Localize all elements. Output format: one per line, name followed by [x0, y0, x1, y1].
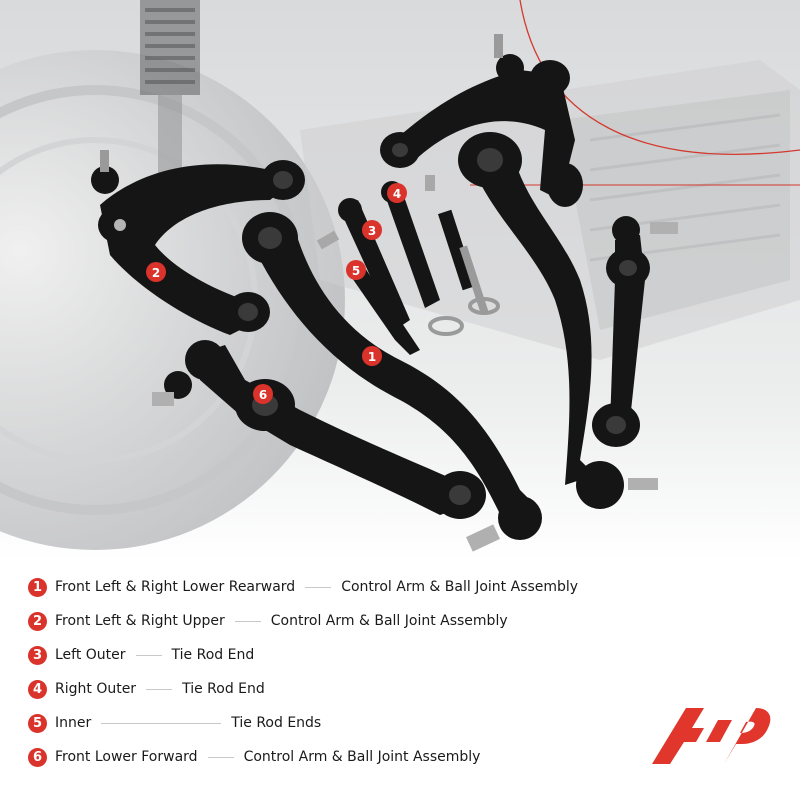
upper-control-arm-left: [91, 150, 305, 335]
badge-4: 4: [387, 183, 407, 203]
legend-number: 5: [28, 713, 47, 733]
svg-text:3: 3: [368, 224, 376, 238]
legend-row-3: 3 Left Outer Tie Rod End: [28, 638, 628, 672]
svg-text:5: 5: [352, 264, 360, 278]
legend-part: Tie Rod End: [182, 681, 265, 697]
legend-position: Inner: [55, 715, 92, 731]
badge-2: 2: [146, 262, 166, 282]
svg-text:4: 4: [393, 187, 401, 201]
legend-part: Tie Rod End: [171, 647, 255, 663]
legend-part: Control Arm & Ball Joint Assembly: [341, 579, 579, 595]
suspension-kit-photo: 1 2 3 4 5 6: [0, 0, 800, 560]
legend-position: Left Outer: [55, 647, 126, 663]
legend-divider: [305, 586, 332, 588]
legend-divider: [207, 756, 234, 758]
parts-legend: 1 Front Left & Right Lower Rearward Cont…: [28, 570, 628, 774]
legend-part: Tie Rod Ends: [231, 715, 322, 731]
legend-number: 1: [28, 577, 47, 597]
legend-position: Right Outer: [55, 681, 137, 697]
legend-position: Front Left & Right Upper: [55, 613, 225, 629]
upper-control-arm-right: [380, 34, 583, 207]
legend-position: Front Left & Right Lower Rearward: [55, 579, 296, 595]
legend-part: Control Arm & Ball Joint Assembly: [270, 613, 508, 629]
legend-row-1: 1 Front Left & Right Lower Rearward Cont…: [28, 570, 628, 604]
badge-5: 5: [346, 260, 366, 280]
svg-text:2: 2: [152, 266, 160, 280]
badge-3: 3: [362, 220, 382, 240]
legend-row-2: 2 Front Left & Right Upper Control Arm &…: [28, 604, 628, 638]
svg-text:1: 1: [368, 350, 376, 364]
legend-number: 2: [28, 611, 47, 631]
legend-number: 4: [28, 679, 47, 699]
legend-divider: [135, 654, 162, 656]
legend-position: Front Lower Forward: [55, 749, 198, 765]
legend-part: Control Arm & Ball Joint Assembly: [243, 749, 481, 765]
legend-row-4: 4 Right Outer Tie Rod End: [28, 672, 628, 706]
legend-divider: [146, 688, 173, 690]
badge-6: 6: [253, 384, 273, 404]
brand-logo: [652, 708, 771, 764]
svg-text:6: 6: [259, 388, 267, 402]
legend-divider: [234, 620, 261, 622]
legend-number: 3: [28, 645, 47, 665]
legend-number: 6: [28, 747, 47, 767]
front-lower-forward-control-arm: [152, 340, 486, 519]
legend-row-5: 5 Inner Tie Rod Ends: [28, 706, 628, 740]
lower-rearward-control-arm-right: [458, 132, 658, 509]
legend-divider: [101, 722, 222, 724]
badge-1: 1: [362, 346, 382, 366]
legend-row-6: 6 Front Lower Forward Control Arm & Ball…: [28, 740, 628, 774]
lateral-link-right: [592, 216, 678, 447]
lower-rearward-control-arm-center: [242, 212, 542, 552]
